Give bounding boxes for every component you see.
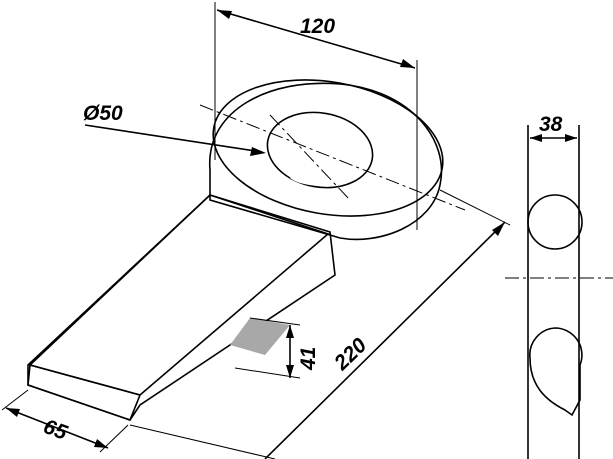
arm-shadow <box>230 318 290 355</box>
center-line <box>199 104 466 211</box>
ring-top-face <box>212 79 444 217</box>
arm <box>27 194 336 422</box>
dim-label-120: 120 <box>300 15 335 38</box>
dim-label-65: 65 <box>40 415 70 445</box>
dimension-220: 220 <box>129 189 511 459</box>
section-upper <box>527 194 583 250</box>
dimension-65: 65 <box>1 389 129 453</box>
arm-tip-face <box>27 363 142 422</box>
dimension-41: 41 <box>234 317 320 379</box>
hole <box>266 111 374 189</box>
hole-through <box>290 162 360 186</box>
dim-label-diameter: Ø50 <box>83 102 123 125</box>
arm-side-face <box>27 194 336 421</box>
dim-label-41: 41 <box>297 347 320 371</box>
center-line <box>269 114 351 201</box>
section-lower <box>529 327 583 417</box>
ring-outer-wall <box>209 82 443 241</box>
arm-top-face <box>28 194 330 396</box>
cross-section: 38 <box>505 113 613 459</box>
dimension-hole-diameter: Ø50 <box>83 102 266 156</box>
dim-label-220: 220 <box>329 334 371 376</box>
eye-ring <box>209 79 444 241</box>
dimension-120: 120 <box>214 2 418 230</box>
dim-label-38: 38 <box>539 113 563 136</box>
